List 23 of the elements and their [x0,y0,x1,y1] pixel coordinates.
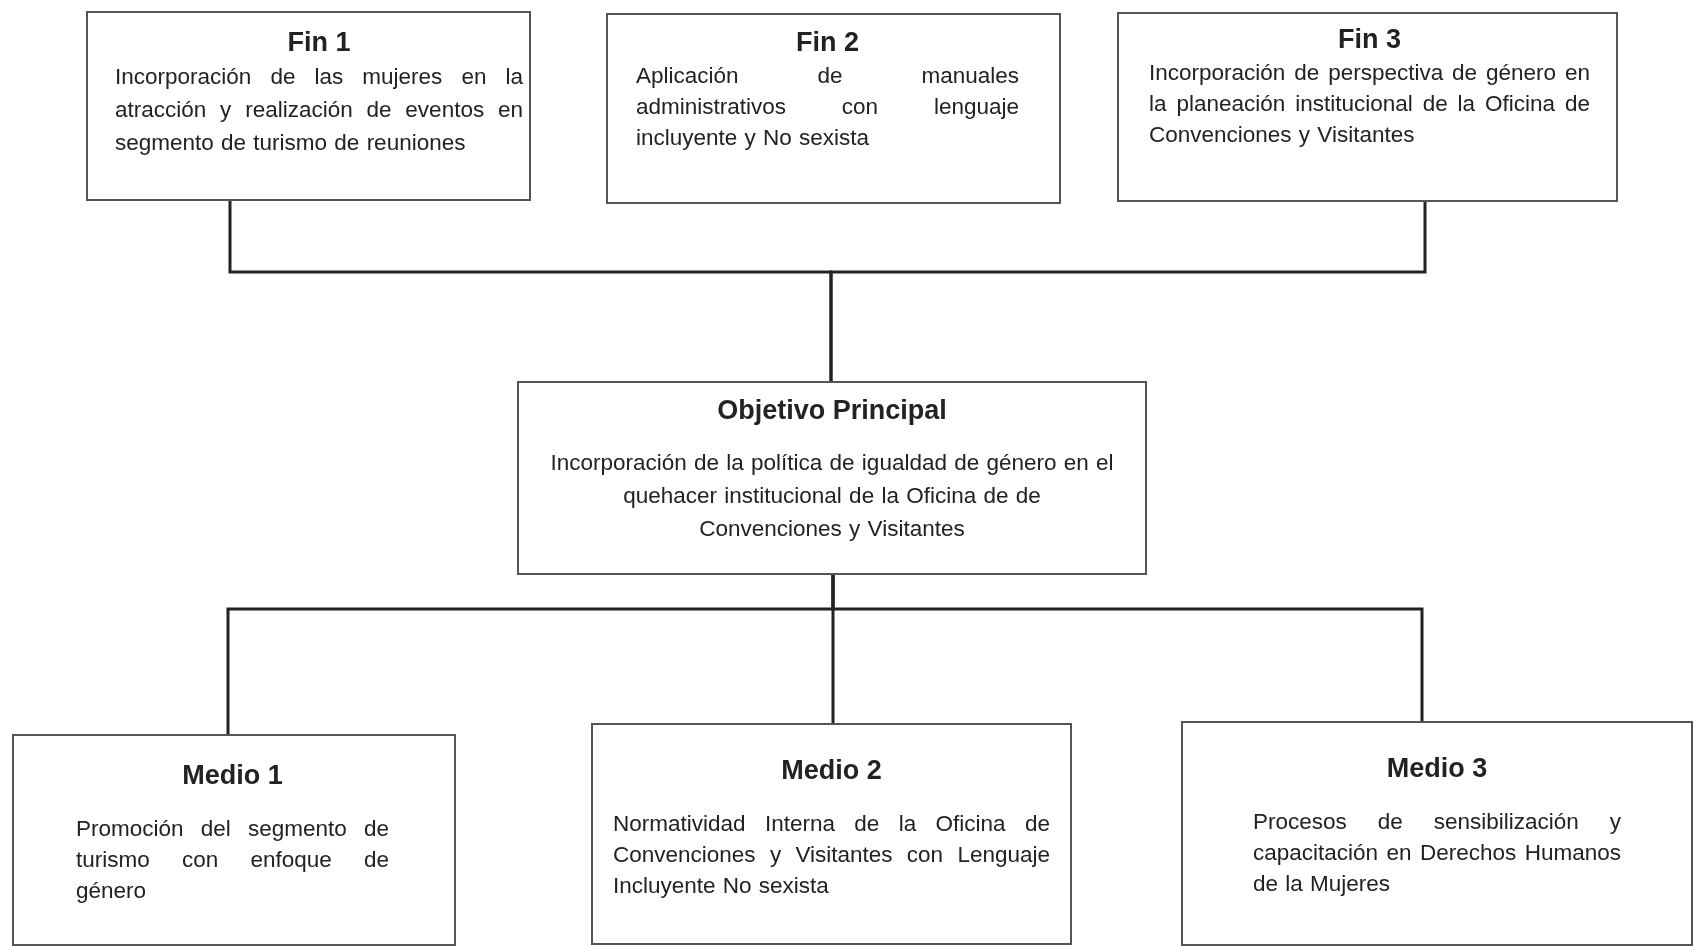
text-box [606,13,1061,204]
connector-line [831,575,1424,721]
box-description: Promoción del segmento de turismo con enfoque de género [76,815,389,905]
text-box [12,734,456,946]
box-heading: Fin 1 [287,27,351,58]
text-box [517,381,1147,575]
text-box [1117,12,1618,202]
box-heading: Medio 1 [182,760,283,791]
box-heading: Medio 2 [781,755,882,786]
box-description: Normatividad Interna de la Oficina de Convenciones y Visitantes con Lenguaje Incluyente No sexista [613,810,1050,900]
box-heading: Medio 3 [1386,753,1488,784]
box-description: Incorporación de las mujeres en la atracción y realización de eventos en segmento de turismo de reuniones [115,63,523,157]
box-description: Incorporación de perspectiva de género en la planeación institucional de la Oficina de Convenciones y Visitantes [1149,59,1590,149]
box-heading: Objetivo Principal [717,395,947,426]
box-description: Aplicación de manuales administrativos con lenguaje incluyente y No sexista [636,62,1019,152]
box-description: Procesos de sensibilización y capacitación en Derechos Humanos de la Mujeres [1253,808,1621,898]
box-heading: Fin 3 [1338,24,1401,55]
text-box [1181,721,1693,946]
text-box [86,11,531,201]
text-box [591,723,1072,945]
box-heading: Fin 2 [796,27,859,58]
connector-line [829,202,1427,381]
box-description: Incorporación de la política de igualdad de género en el quehacer institucional de la Oficina de de Convenciones y Visitantes [549,449,1115,543]
